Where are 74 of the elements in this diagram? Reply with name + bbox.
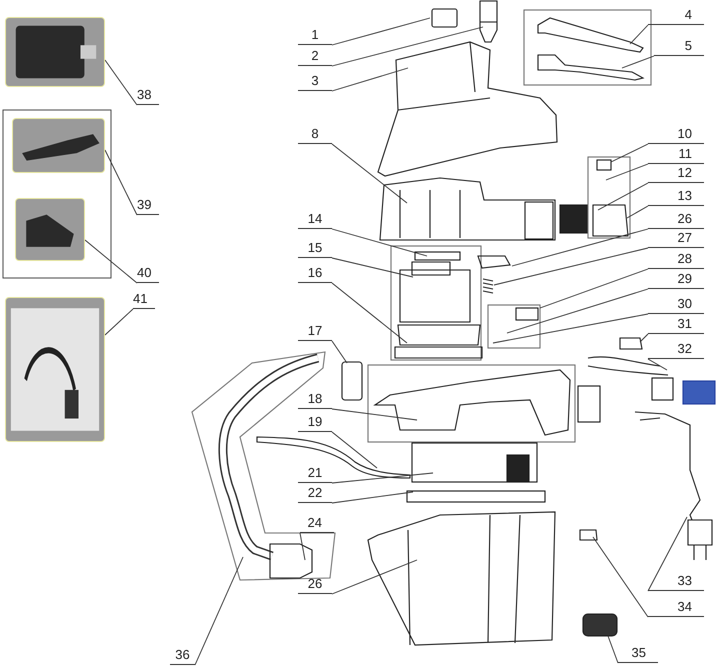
leader-line (332, 144, 408, 204)
photo-placeholder (15, 198, 85, 261)
callout-number: 41 (133, 292, 155, 309)
callout-number: 24 (300, 516, 334, 533)
callout-number: 39 (137, 198, 159, 215)
leader-line (104, 308, 134, 336)
leader-line (492, 314, 648, 344)
callout-number: 11 (648, 147, 704, 164)
leader-line (332, 228, 428, 256)
leader-line (626, 206, 648, 218)
callout-number: 35 (618, 646, 658, 663)
leader-line (104, 60, 138, 106)
callout-number: 15 (298, 241, 332, 258)
callout-number: 29 (648, 272, 704, 289)
leader-line (332, 26, 484, 66)
photo-placeholder (5, 297, 105, 442)
callout-number: 28 (648, 252, 704, 269)
leader-line (332, 408, 418, 420)
callout-number: 14 (298, 212, 332, 229)
callout-number: 3 (298, 74, 332, 91)
leader-line (332, 492, 414, 504)
callout-number: 27 (648, 231, 704, 248)
leader-line (494, 248, 648, 286)
leader-line (300, 532, 306, 560)
callout-number: 5 (654, 39, 704, 56)
callout-number: 36 (170, 648, 195, 665)
leader-line (332, 472, 434, 484)
leader-line (640, 334, 648, 342)
callout-number: 32 (648, 342, 704, 359)
callout-number: 31 (648, 317, 704, 334)
leader-line (630, 24, 648, 44)
leader-line (592, 536, 648, 618)
callout-number: 30 (648, 297, 704, 314)
callout-number: 40 (137, 266, 159, 283)
callout-number: 16 (298, 266, 332, 283)
callout-number: 33 (648, 574, 704, 591)
callout-number: 26 (298, 577, 332, 594)
callout-number: 10 (648, 127, 704, 144)
leader-line (332, 282, 408, 344)
callout-number: 19 (298, 415, 332, 432)
leader-line (332, 560, 418, 594)
callout-number: 12 (648, 166, 704, 183)
callout-number: 13 (648, 189, 704, 206)
leader-line (332, 432, 378, 468)
callout-number: 21 (298, 466, 332, 483)
callout-number: 34 (648, 600, 704, 617)
photo-placeholder (5, 17, 105, 87)
callout-number: 8 (298, 127, 332, 144)
leader-line (606, 164, 648, 180)
photo-placeholder (12, 118, 105, 173)
leader-line (84, 240, 138, 284)
leader-line (608, 636, 618, 664)
leader-line (648, 516, 688, 592)
leader-line (598, 182, 648, 210)
leader-line (540, 268, 648, 308)
leader-line (622, 56, 654, 68)
leader-line (332, 18, 430, 46)
leader-line (332, 258, 414, 278)
callout-number: 22 (298, 486, 332, 503)
callout-number: 38 (137, 88, 159, 105)
callout-number: 2 (298, 49, 332, 66)
callout-number: 18 (298, 392, 332, 409)
leader-line (194, 556, 244, 666)
callout-number: 26 (648, 212, 704, 229)
leader-line (610, 144, 648, 162)
leader-line (332, 68, 408, 92)
callout-number: 1 (298, 28, 332, 45)
leader-line (512, 228, 648, 266)
leader-line (648, 358, 668, 370)
leader-line (506, 288, 648, 334)
leader-line (332, 340, 348, 364)
leader-line (104, 150, 138, 216)
callout-number: 17 (298, 324, 332, 341)
callout-number: 4 (648, 8, 704, 25)
